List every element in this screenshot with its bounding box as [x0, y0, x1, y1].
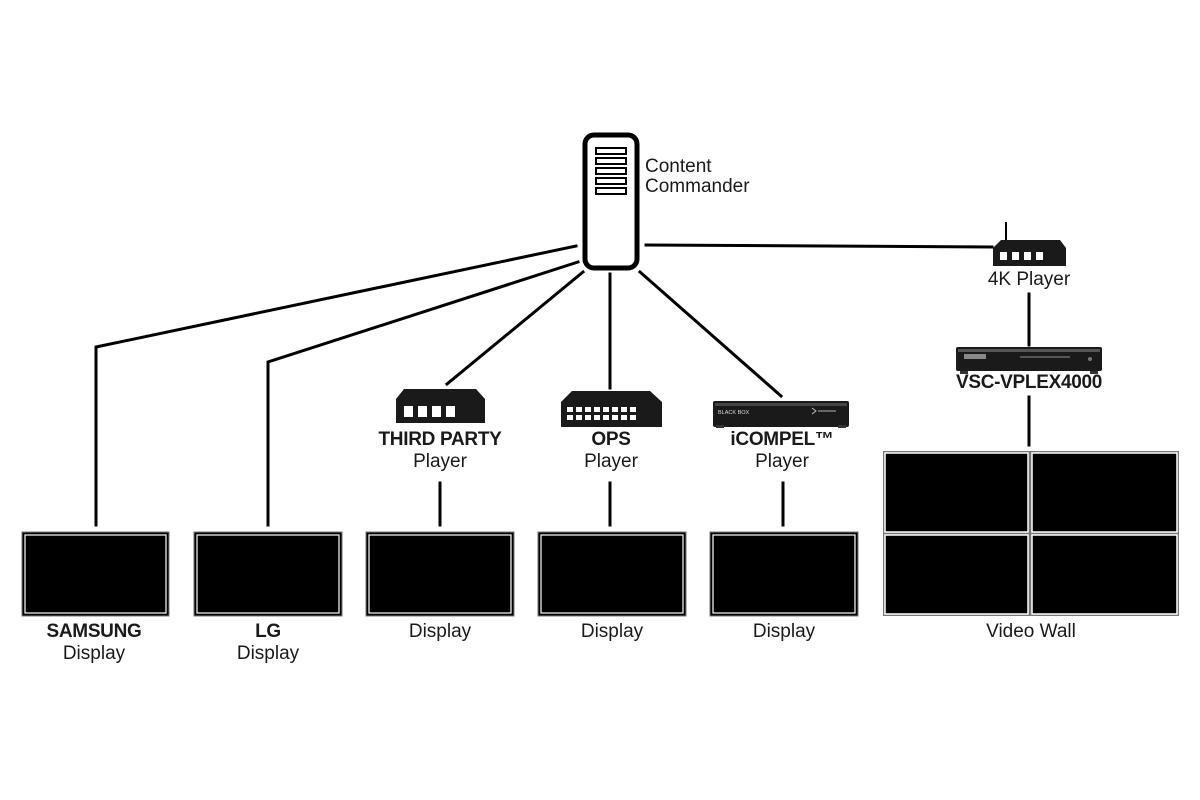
- content-commander-line2: Commander: [645, 176, 750, 197]
- link-server-third-party: [444, 269, 586, 387]
- video-wall-label: Video Wall: [986, 621, 1076, 643]
- ops-player-label: OPS Player: [584, 429, 638, 473]
- icompel-brand: iCOMPEL™: [730, 429, 834, 450]
- content-commander-line1: Content: [645, 156, 712, 177]
- icompel-player-icon: BLACK BOX: [713, 401, 849, 428]
- lg-display-label: LG Display: [237, 621, 299, 665]
- 4k-player-label: 4K Player: [988, 269, 1070, 291]
- third-party-player-icon: [396, 389, 485, 423]
- display-screen-lg: [193, 531, 343, 617]
- ops-kind: Player: [584, 451, 638, 472]
- display-5-label: Display: [753, 621, 815, 643]
- vplex-text: VSC-VPLEX4000: [955, 372, 1103, 393]
- content-commander-label: Content Commander: [645, 157, 750, 197]
- ops-brand: OPS: [591, 429, 631, 450]
- 4k-player-text: 4K Player: [987, 269, 1071, 290]
- icompel-device-brand: BLACK BOX: [718, 410, 750, 416]
- display-screen-third-party: [365, 531, 515, 617]
- samsung-kind: Display: [62, 643, 126, 664]
- display-3-kind: Display: [408, 621, 472, 642]
- third-party-player-label: THIRD PARTY Player: [378, 429, 501, 473]
- lg-brand: LG: [255, 621, 281, 642]
- 4k-player-icon: [993, 222, 1066, 266]
- display-4-kind: Display: [580, 621, 644, 642]
- display-screen-samsung: [21, 531, 170, 617]
- lg-kind: Display: [236, 643, 300, 664]
- content-commander-server-icon: [582, 132, 640, 271]
- video-wall-screens: [883, 451, 1179, 616]
- ops-player-icon: [561, 391, 662, 427]
- icompel-kind: Player: [755, 451, 809, 472]
- display-4-label: Display: [581, 621, 643, 643]
- samsung-brand: SAMSUNG: [46, 621, 142, 642]
- display-screen-ops: [537, 531, 687, 617]
- vplex-device-icon: [956, 347, 1102, 374]
- display-5-kind: Display: [752, 621, 816, 642]
- icompel-player-label: iCOMPEL™ Player: [730, 429, 833, 473]
- connection-lines: [94, 243, 1031, 527]
- link-server-samsung: [94, 244, 578, 527]
- display-screen-icompel: [709, 531, 859, 617]
- vplex-label: VSC-VPLEX4000: [956, 372, 1102, 394]
- third-party-brand: THIRD PARTY: [378, 429, 502, 450]
- link-server-4k-player: [644, 243, 994, 249]
- link-server-lg: [266, 260, 580, 527]
- link-server-icompel: [637, 269, 784, 399]
- display-3-label: Display: [409, 621, 471, 643]
- samsung-display-label: SAMSUNG Display: [46, 621, 141, 665]
- third-party-kind: Player: [413, 451, 467, 472]
- video-wall-text: Video Wall: [986, 621, 1076, 642]
